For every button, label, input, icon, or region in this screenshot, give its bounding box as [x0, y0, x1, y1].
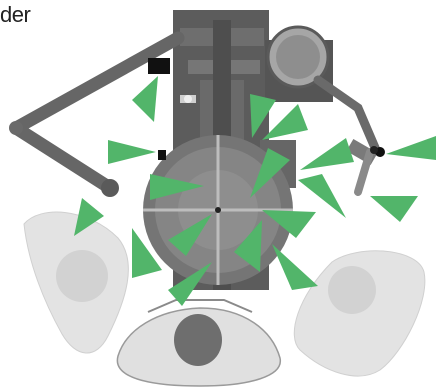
arrow-16 — [272, 244, 318, 290]
arrow-1 — [132, 76, 158, 122]
person-right — [294, 251, 425, 376]
arrow-11 — [370, 196, 418, 222]
arrow-2 — [108, 140, 156, 164]
arrow-8 — [300, 138, 354, 170]
arrow-9 — [386, 136, 436, 160]
arrow-10 — [298, 174, 346, 218]
person-bottom — [117, 300, 280, 386]
